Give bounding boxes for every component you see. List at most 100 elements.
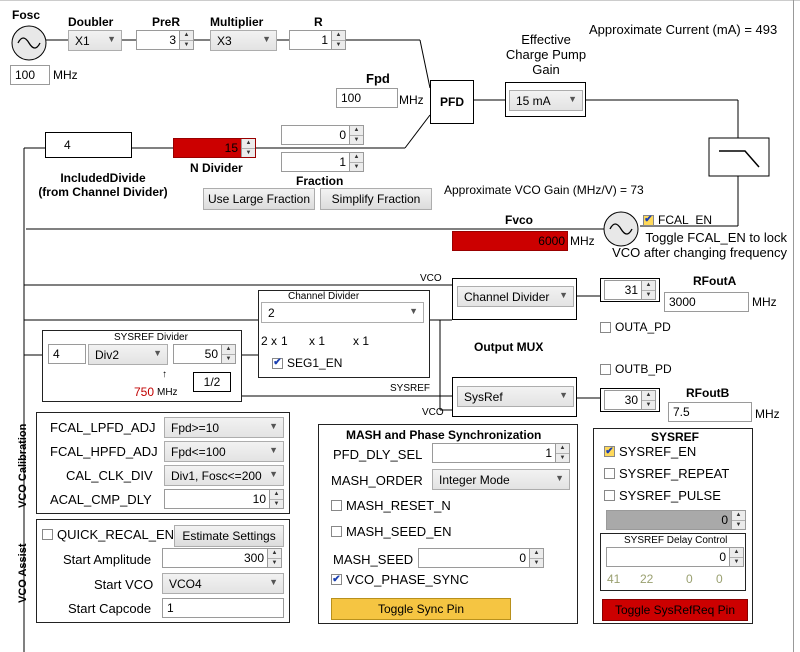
sysref-pulse-checkbox[interactable]: SYSREF_PULSE xyxy=(604,488,721,503)
doubler-select[interactable]: X1▼ xyxy=(68,30,122,51)
mash-order-value: Integer Mode xyxy=(439,473,510,487)
channel-divider-select[interactable]: 2▼ xyxy=(261,302,424,323)
acal-cmp-dly-stepper[interactable]: 10▲▼ xyxy=(164,489,284,509)
multiplier-label: Multiplier xyxy=(210,15,264,29)
outb-pd-checkbox[interactable]: OUTB_PD xyxy=(600,362,672,376)
use-large-fraction-button[interactable]: Use Large Fraction xyxy=(203,188,315,210)
sysref-repeat-label: SYSREF_REPEAT xyxy=(619,466,730,481)
sysref-en-checkbox[interactable]: ✔SYSREF_EN xyxy=(604,444,696,459)
stepper-arrows[interactable]: ▲▼ xyxy=(349,153,363,171)
stepper-arrows[interactable]: ▲▼ xyxy=(241,139,255,157)
rfouta-power-stepper[interactable]: 31▲▼ xyxy=(604,280,656,300)
chevron-down-icon: ▼ xyxy=(559,390,568,400)
mux-a-select[interactable]: Channel Divider▼ xyxy=(457,286,574,307)
sysref-delay-title: SYSREF Delay Control xyxy=(624,535,728,546)
channel-factor-2: x 1 xyxy=(309,334,326,348)
sysref-pulse-count-stepper[interactable]: 0▲▼ xyxy=(606,510,746,530)
sysref-divider-stepper[interactable]: 50▲▼ xyxy=(173,344,236,364)
fpd-unit: MHz xyxy=(399,93,424,107)
sysref-en-label: SYSREF_EN xyxy=(619,444,697,459)
sysref-delay-stepper[interactable]: 0▲▼ xyxy=(606,547,744,567)
outb-pd-label: OUTB_PD xyxy=(615,362,672,376)
pfd-dly-sel-value: 1 xyxy=(545,446,552,460)
vco-wire-label: VCO xyxy=(420,273,442,284)
vco-phase-sync-checkbox[interactable]: ✔ VCO_PHASE_SYNC xyxy=(331,572,469,587)
cal-clk-div-value: Div1, Fosc<=200 xyxy=(171,469,262,483)
vco-gain: Approximate VCO Gain (MHz/V) = 73 xyxy=(444,183,644,197)
stepper-arrows[interactable]: ▲▼ xyxy=(221,345,235,363)
chevron-down-icon: ▼ xyxy=(269,469,278,479)
sysref-wire-label: SYSREF xyxy=(390,383,431,394)
fcal-hpfd-select[interactable]: Fpd<=100▼ xyxy=(164,441,284,462)
outa-pd-checkbox[interactable]: OUTA_PD xyxy=(600,320,671,334)
fcal-hpfd-value: Fpd<=100 xyxy=(171,445,226,459)
stepper-arrows[interactable]: ▲▼ xyxy=(641,281,655,299)
stepper-arrows[interactable]: ▲▼ xyxy=(331,31,345,49)
oscillator-icon xyxy=(11,25,47,61)
stepper-arrows[interactable]: ▲▼ xyxy=(269,490,283,508)
start-amplitude-label: Start Amplitude xyxy=(63,552,152,567)
mash-seed-en-checkbox[interactable]: MASH_SEED_EN xyxy=(331,524,451,539)
stepper-arrows[interactable]: ▲▼ xyxy=(267,549,281,567)
cal-clk-div-label: CAL_CLK_DIV xyxy=(66,468,153,483)
vco-calibration-section-title: VCO Calibration xyxy=(17,423,29,508)
pfd-dly-sel-stepper[interactable]: 1▲▼ xyxy=(432,443,570,463)
r-stepper[interactable]: 1▲▼ xyxy=(289,30,346,50)
quick-recal-en-label: QUICK_RECAL_EN xyxy=(57,527,175,542)
seg1-en-checkbox[interactable]: ✔SEG1_EN xyxy=(272,356,342,370)
checkbox-unchecked-icon xyxy=(604,490,615,501)
mash-reset-n-checkbox[interactable]: MASH_RESET_N xyxy=(331,498,451,513)
channel-divider-value: 2 xyxy=(268,306,275,320)
sysref-repeat-checkbox[interactable]: SYSREF_REPEAT xyxy=(604,466,729,481)
start-capcode-input[interactable]: 1 xyxy=(162,598,284,618)
start-amplitude-stepper[interactable]: 300▲▼ xyxy=(162,548,282,568)
stepper-arrows[interactable]: ▲▼ xyxy=(349,126,363,144)
prer-value: 3 xyxy=(169,33,176,47)
fraction-denominator[interactable]: 1▲▼ xyxy=(281,152,364,172)
rfoutb-freq: 7.5 xyxy=(668,402,752,422)
toggle-sync-pin-button[interactable]: Toggle Sync Pin xyxy=(331,598,511,620)
fosc-input[interactable]: 100 xyxy=(10,65,50,85)
multiplier-select[interactable]: X3▼ xyxy=(210,30,277,51)
stepper-arrows[interactable]: ▲▼ xyxy=(529,549,543,567)
prer-stepper[interactable]: 3▲▼ xyxy=(136,30,194,50)
start-vco-label: Start VCO xyxy=(94,577,154,592)
stepper-arrows[interactable]: ▲▼ xyxy=(729,548,743,566)
stepper-arrows[interactable]: ▲▼ xyxy=(731,511,745,529)
sysref-delay-group xyxy=(600,533,746,591)
sysref-title: SYSREF xyxy=(651,430,700,444)
sysref-pre-value[interactable]: 4 xyxy=(48,344,86,364)
rfoutb-power-stepper[interactable]: 30▲▼ xyxy=(604,390,656,410)
toggle-sysrefreq-button[interactable]: Toggle SysRefReq Pin xyxy=(602,599,748,621)
estimate-settings-button[interactable]: Estimate Settings xyxy=(174,525,284,547)
stepper-arrows[interactable]: ▲▼ xyxy=(555,444,569,462)
r-value: 1 xyxy=(321,33,328,47)
charge-pump-select[interactable]: 15 mA▼ xyxy=(509,90,583,111)
fcal-en-checkbox[interactable]: ✔FCAL_EN xyxy=(643,213,712,227)
checkbox-checked-icon: ✔ xyxy=(331,573,342,585)
fraction-numerator[interactable]: 0▲▼ xyxy=(281,125,364,145)
simplify-fraction-button[interactable]: Simplify Fraction xyxy=(320,188,432,210)
sysref-div-select[interactable]: Div2▼ xyxy=(88,344,168,365)
included-divide-value: 4 xyxy=(64,138,71,152)
cal-clk-div-select[interactable]: Div1, Fosc<=200 ▼ xyxy=(164,465,284,486)
stepper-arrows[interactable]: ▲▼ xyxy=(641,391,655,409)
n-divider-stepper[interactable]: 15▲▼ xyxy=(173,138,256,158)
fosc-label: Fosc xyxy=(12,8,41,22)
mash-seed-stepper[interactable]: 0▲▼ xyxy=(418,548,544,568)
rfoutb-unit: MHz xyxy=(755,407,780,421)
mash-order-select[interactable]: Integer Mode▼ xyxy=(432,469,570,490)
quick-recal-en-checkbox[interactable]: QUICK_RECAL_EN xyxy=(42,527,174,542)
vco-phase-sync-label: VCO_PHASE_SYNC xyxy=(346,572,469,587)
pfd-block: PFD xyxy=(430,80,474,124)
start-vco-select[interactable]: VCO4▼ xyxy=(162,573,284,594)
rfoutb-power-value: 30 xyxy=(624,393,638,407)
fcal-lpfd-select[interactable]: Fpd>=10▼ xyxy=(164,417,284,438)
delay-readout-0: 41 xyxy=(607,572,621,586)
stepper-arrows[interactable]: ▲▼ xyxy=(179,31,193,49)
mux-b-select[interactable]: SysRef▼ xyxy=(457,386,574,407)
top-border xyxy=(0,0,800,1)
start-amplitude-value: 300 xyxy=(243,551,264,565)
fcal-lpfd-label: FCAL_LPFD_ADJ xyxy=(50,420,156,435)
channel-factor-3: x 1 xyxy=(353,334,370,348)
